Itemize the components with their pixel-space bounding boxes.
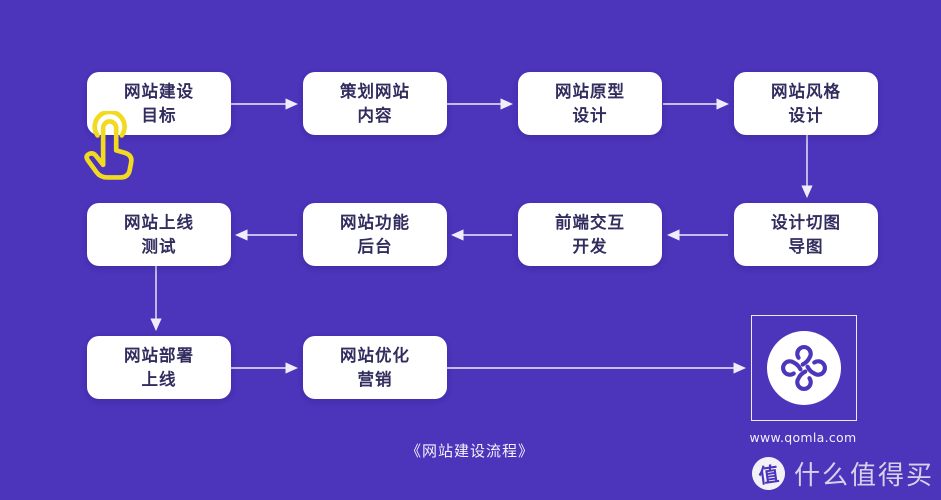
- tap-hand-icon: [84, 111, 134, 180]
- node-function-backend: 网站功能 后台: [303, 203, 447, 266]
- node-style-design: 网站风格 设计: [734, 72, 878, 135]
- node-prototype-design: 网站原型 设计: [518, 72, 662, 135]
- node-plan-content: 策划网站 内容: [303, 72, 447, 135]
- node-seo-marketing: 网站优化 营销: [303, 336, 447, 399]
- qomla-logo-box: [751, 315, 857, 421]
- node-design-slicing: 设计切图 导图: [734, 203, 878, 266]
- node-launch-testing: 网站上线 测试: [87, 203, 231, 266]
- qomla-clover-icon: [772, 336, 836, 400]
- qomla-website-url: www.qomla.com: [749, 430, 857, 445]
- qomla-logo-circle: [767, 331, 841, 405]
- node-frontend-dev: 前端交互 开发: [518, 203, 662, 266]
- smzdm-watermark: 值 什么值得买: [749, 454, 934, 493]
- diagram-caption: 《网站建设流程》: [405, 442, 534, 460]
- smzdm-brand-text: 什么值得买: [793, 461, 934, 491]
- node-deploy-online: 网站部署 上线: [87, 336, 231, 399]
- smzdm-badge-icon: 值: [749, 454, 788, 493]
- node-website-goal: 网站建设 目标: [87, 72, 231, 135]
